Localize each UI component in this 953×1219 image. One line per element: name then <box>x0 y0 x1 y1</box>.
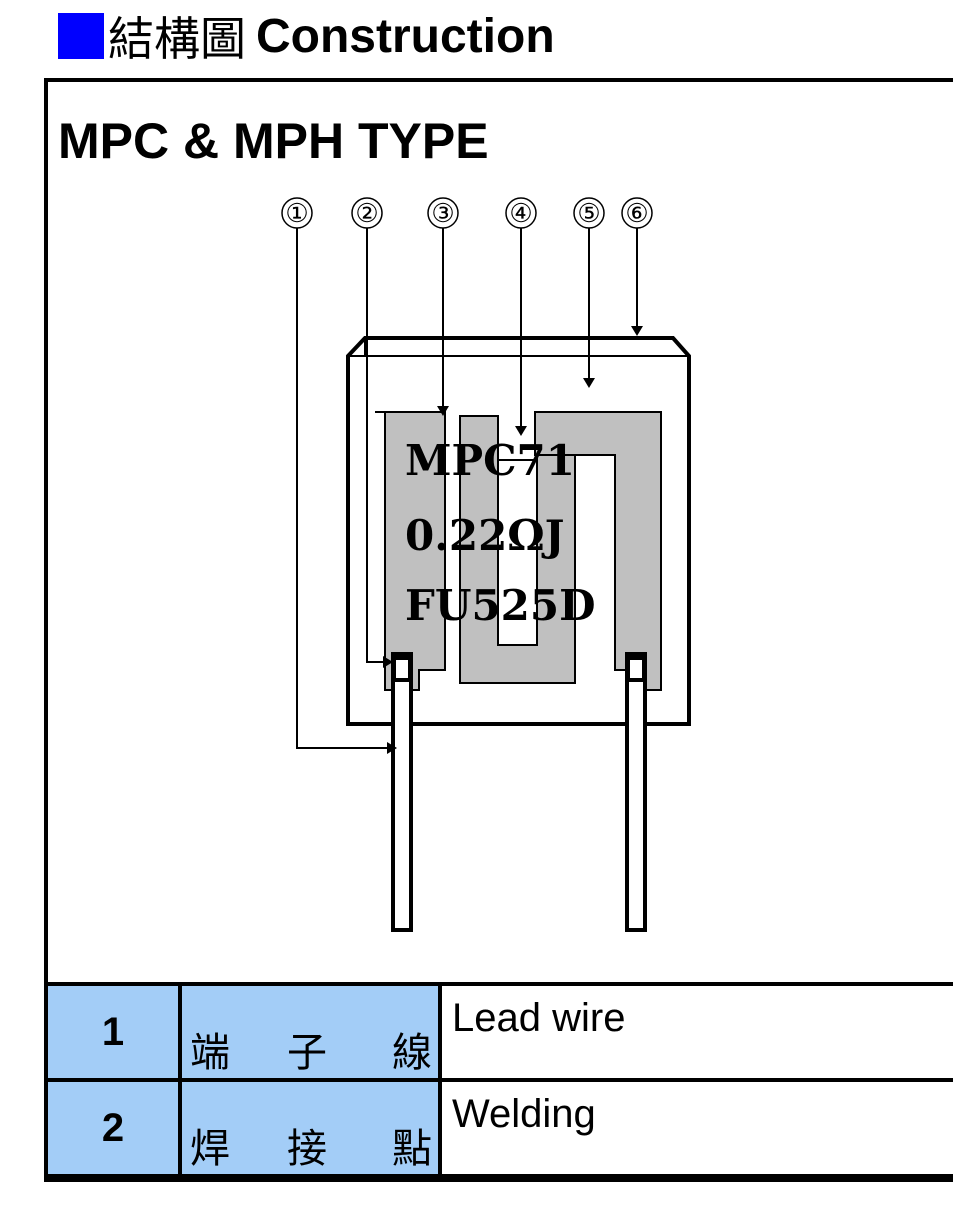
part-name-cjk: 端 子 線 <box>180 982 440 1082</box>
blue-square-icon <box>58 13 104 59</box>
construction-diagram: ① ② ③ ④ ⑤ ⑥ MPC71 0.22Ω <box>255 180 705 940</box>
header-title-cjk: 結構圖 <box>108 12 246 66</box>
part-name-cjk: 焊 接 點 <box>180 1078 440 1178</box>
part-name-en: Welding <box>440 1078 953 1178</box>
part-name-en: Lead wire <box>440 982 953 1082</box>
marking-line-2: 0.22ΩJ <box>405 511 565 560</box>
header-title-en: Construction <box>256 9 555 63</box>
callout-6: ⑥ <box>625 199 648 229</box>
type-title: MPC & MPH TYPE <box>58 113 489 169</box>
callout-4: ④ <box>509 199 532 229</box>
part-number: 2 <box>44 1078 180 1178</box>
callout-1: ① <box>285 199 308 229</box>
page-header: 結構圖 Construction <box>58 8 555 66</box>
table-row: 1 端 子 線 Lead wire <box>44 982 953 1082</box>
table-row: 2 焊 接 點 Welding <box>44 1078 953 1178</box>
construction-frame <box>44 78 953 1182</box>
part-number: 1 <box>44 982 180 1082</box>
marking-line-3: FU525D <box>405 581 596 630</box>
left-terminal <box>375 411 446 691</box>
marking-line-1: MPC71 <box>405 436 575 485</box>
callout-5: ⑤ <box>577 199 600 229</box>
callout-2: ② <box>355 199 378 229</box>
callout-3: ③ <box>431 199 454 229</box>
right-lead-wire <box>625 678 647 932</box>
left-lead-wire <box>391 678 413 932</box>
